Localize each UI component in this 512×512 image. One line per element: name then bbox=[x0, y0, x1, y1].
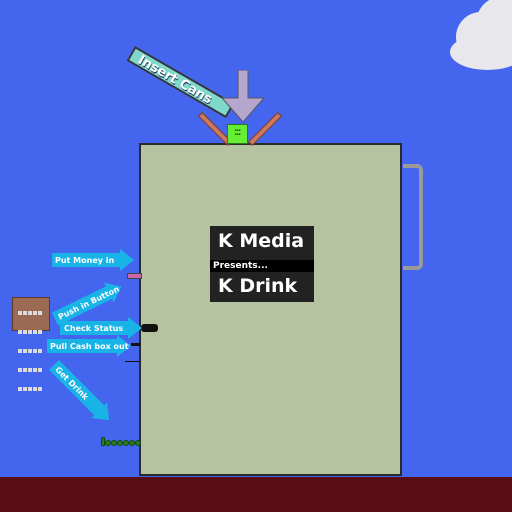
put-money-label: Put Money in bbox=[55, 256, 115, 265]
money-slot[interactable] bbox=[127, 273, 142, 279]
vending-machine bbox=[139, 143, 402, 476]
get-drink-label: Get Drink bbox=[53, 365, 91, 402]
drink-outlet-mark bbox=[125, 361, 139, 362]
arrow-head-icon bbox=[91, 402, 110, 421]
floor bbox=[0, 477, 512, 512]
cash-box-handle[interactable] bbox=[131, 343, 140, 346]
arrow-head-icon bbox=[120, 249, 134, 271]
chain-icon bbox=[101, 437, 141, 446]
arrow-head-icon bbox=[104, 282, 122, 303]
pull-cash-label: Pull Cash box out bbox=[50, 342, 129, 351]
panel-band bbox=[210, 260, 314, 272]
cloud-icon bbox=[448, 0, 512, 74]
push-button-arrow: Push in Button bbox=[51, 281, 123, 326]
panel-product: K Drink bbox=[218, 275, 298, 297]
push-button-label: Push in Button bbox=[56, 284, 121, 322]
keypad-icon[interactable] bbox=[12, 297, 50, 391]
door-handle[interactable] bbox=[403, 164, 423, 270]
title-panel: K Media Presents... K Drink bbox=[210, 226, 314, 302]
panel-subtitle: Presents... bbox=[213, 261, 268, 271]
arrow-head-icon bbox=[117, 335, 131, 357]
arrow-head-icon bbox=[128, 317, 142, 339]
status-lever[interactable] bbox=[141, 324, 158, 332]
insert-arrow-icon bbox=[220, 70, 266, 123]
get-drink-arrow: Get Drink bbox=[49, 360, 113, 424]
insert-cans-label: Insert Cans bbox=[135, 52, 215, 108]
pull-cash-arrow bbox=[47, 339, 119, 353]
check-status-arrow bbox=[60, 321, 130, 335]
put-money-arrow bbox=[52, 253, 122, 267]
panel-title: K Media bbox=[218, 230, 305, 252]
check-status-label: Check Status bbox=[64, 324, 124, 333]
can-slot[interactable]: ▪▪▪▪▪▪ bbox=[227, 124, 248, 144]
